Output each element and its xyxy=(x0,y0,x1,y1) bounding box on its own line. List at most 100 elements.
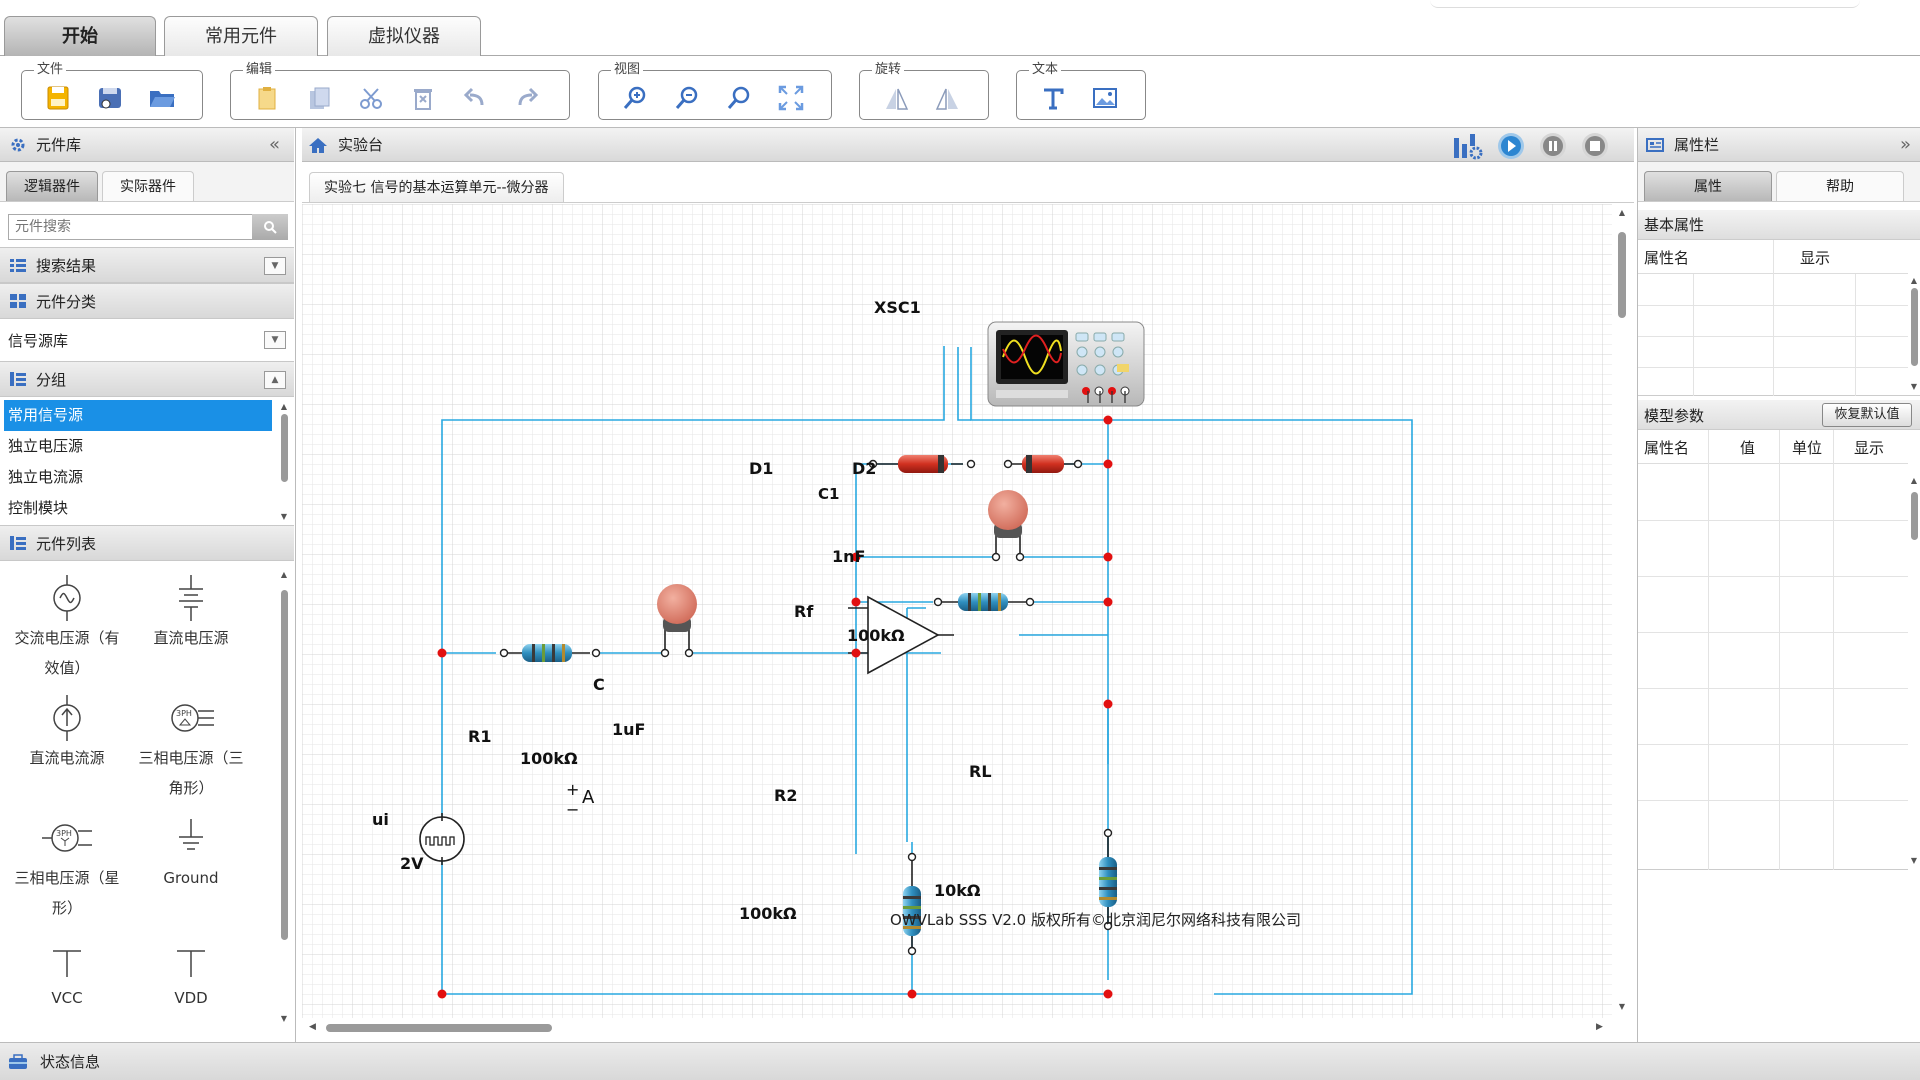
capacitor-c[interactable] xyxy=(657,584,697,658)
col-display: 显示 xyxy=(1854,439,1885,457)
resistor-rl[interactable] xyxy=(1099,828,1117,931)
redo-icon[interactable] xyxy=(511,83,543,113)
scroll-thumb[interactable] xyxy=(1911,288,1918,366)
edit-group: 编辑 xyxy=(230,61,570,120)
reset-defaults-button[interactable]: 恢复默认值 xyxy=(1822,403,1912,427)
collapse-right-icon[interactable]: » xyxy=(1899,134,1911,155)
component-vdd[interactable]: VDD xyxy=(128,933,254,1013)
scroll-thumb[interactable] xyxy=(1618,232,1626,318)
scroll-thumb[interactable] xyxy=(281,590,288,940)
delete-icon[interactable] xyxy=(407,83,439,113)
scroll-thumb[interactable] xyxy=(281,414,288,482)
label-r1-value: 100kΩ xyxy=(520,749,578,768)
tab-start[interactable]: 开始 xyxy=(4,16,156,56)
resistor-rf[interactable] xyxy=(933,593,1035,611)
scroll-down-icon[interactable]: ▼ xyxy=(1910,856,1918,865)
cut-icon[interactable] xyxy=(355,83,387,113)
scroll-thumb[interactable] xyxy=(1911,492,1918,540)
chevron-down-icon[interactable]: ▼ xyxy=(264,257,286,275)
chevron-down-icon[interactable]: ▼ xyxy=(264,331,286,349)
scroll-down-icon[interactable]: ▼ xyxy=(1910,382,1918,391)
scroll-up-icon[interactable]: ▲ xyxy=(1910,276,1918,285)
col-property-name: 属性名 xyxy=(1644,249,1690,267)
zoom-in-icon[interactable] xyxy=(619,83,651,113)
new-file-icon[interactable] xyxy=(42,83,74,113)
tab-virtual-instruments[interactable]: 虚拟仪器 xyxy=(327,16,481,56)
chevron-up-icon[interactable]: ▲ xyxy=(264,371,286,389)
oscilloscope-xsc1[interactable] xyxy=(987,321,1145,407)
undo-icon[interactable] xyxy=(459,83,491,113)
category-select[interactable]: 信号源库 ▼ xyxy=(0,320,294,360)
tab-properties[interactable]: 属性 xyxy=(1644,171,1772,201)
resistor-r1[interactable] xyxy=(499,644,601,662)
model-params-table: 属性名 值 单位 显示 ▲ ▼ xyxy=(1638,430,1920,870)
text-icon[interactable] xyxy=(1037,83,1069,113)
group-item-control-module[interactable]: 控制模块 xyxy=(8,499,69,517)
play-icon[interactable] xyxy=(1496,132,1526,160)
scroll-left-icon[interactable]: ◀ xyxy=(309,1022,316,1032)
canvas-hscroll[interactable]: ◀ ▶ xyxy=(302,1021,1612,1035)
group-scrollbar[interactable]: ▲ ▼ xyxy=(278,400,290,524)
component-ground[interactable]: Ground xyxy=(128,813,254,893)
model-scrollbar[interactable]: ▲ ▼ xyxy=(1908,474,1920,870)
component-dc-voltage-source[interactable]: 直流电压源 xyxy=(128,573,254,653)
image-icon[interactable] xyxy=(1089,83,1121,113)
component-three-phase-star[interactable]: 3PH 三相电压源（星形） xyxy=(4,813,130,923)
component-three-phase-delta[interactable]: 3PH 三相电压源（三角形） xyxy=(128,693,254,803)
scroll-up-icon[interactable]: ▲ xyxy=(1910,476,1918,485)
diode-d2[interactable] xyxy=(1003,455,1083,473)
scroll-up-icon[interactable]: ▲ xyxy=(280,402,288,411)
status-bar: 状态信息 xyxy=(0,1042,1920,1080)
basic-scrollbar[interactable]: ▲ ▼ xyxy=(1908,274,1920,394)
schematic-canvas[interactable]: XSC1 D1 D2 C1 1nF Rf 100kΩ C 1uF R1 100k… xyxy=(302,204,1612,1018)
workbench-panel: 实验台 实验七 信号的基本运算单元--微分器 xyxy=(302,128,1634,1042)
canvas-vscroll[interactable]: ▲ ▼ xyxy=(1615,204,1629,1018)
tab-help[interactable]: 帮助 xyxy=(1776,171,1904,201)
component-vcc[interactable]: VCC xyxy=(4,933,130,1013)
model-params-title: 模型参数 xyxy=(1644,407,1705,425)
resistor-r2[interactable] xyxy=(903,852,921,956)
rotate-left-icon[interactable] xyxy=(880,83,912,113)
open-folder-icon[interactable] xyxy=(146,83,178,113)
zoom-out-icon[interactable] xyxy=(671,83,703,113)
group-item-common-signal[interactable]: 常用信号源 xyxy=(4,400,272,431)
category-label: 元件分类 xyxy=(36,292,97,311)
search-results-section[interactable]: 搜索结果 ▼ xyxy=(0,247,294,283)
scroll-thumb[interactable] xyxy=(326,1024,552,1032)
scroll-down-icon[interactable]: ▼ xyxy=(280,512,288,521)
dc-voltage-source-icon xyxy=(179,575,203,621)
capacitor-c1[interactable] xyxy=(988,490,1028,562)
group-item-voltage-source[interactable]: 独立电压源 xyxy=(8,437,84,455)
stop-icon[interactable] xyxy=(1580,132,1610,160)
source-ui[interactable] xyxy=(419,813,465,865)
search-button[interactable] xyxy=(252,214,288,240)
tab-logic-components[interactable]: 逻辑器件 xyxy=(6,171,98,201)
paste-icon[interactable] xyxy=(303,83,335,113)
zoom-fit-icon[interactable] xyxy=(723,83,755,113)
group-item-current-source[interactable]: 独立电流源 xyxy=(8,468,84,486)
component-dc-current-source[interactable]: 直流电流源 xyxy=(4,693,130,773)
save-icon[interactable] xyxy=(94,83,126,113)
document-tab[interactable]: 实验七 信号的基本运算单元--微分器 xyxy=(309,172,564,202)
scroll-down-icon[interactable]: ▼ xyxy=(1618,1002,1626,1011)
diode-d1[interactable] xyxy=(868,455,976,473)
grid-line xyxy=(1708,430,1709,870)
scroll-down-icon[interactable]: ▼ xyxy=(280,1014,288,1023)
fullscreen-icon[interactable] xyxy=(775,83,807,113)
tab-real-components[interactable]: 实际器件 xyxy=(102,171,194,201)
component-list-scrollbar[interactable]: ▲ ▼ xyxy=(278,568,290,1028)
component-library-panel: 元件库 « 逻辑器件 实际器件 搜索结果 ▼ 元件分类 信号源库 ▼ 分组 ▲ … xyxy=(0,128,296,1042)
rotate-right-icon[interactable] xyxy=(932,83,964,113)
instrument-settings-icon[interactable] xyxy=(1452,132,1484,160)
tab-common-components[interactable]: 常用元件 xyxy=(164,16,318,56)
search-icon xyxy=(264,221,277,234)
copy-icon[interactable] xyxy=(251,83,283,113)
scroll-right-icon[interactable]: ▶ xyxy=(1596,1022,1603,1032)
collapse-left-icon[interactable]: « xyxy=(268,134,280,155)
component-ac-voltage-source[interactable]: 交流电压源（有效值） xyxy=(4,573,130,683)
pause-icon[interactable] xyxy=(1538,132,1568,160)
group-section[interactable]: 分组 ▲ xyxy=(0,361,294,397)
scroll-up-icon[interactable]: ▲ xyxy=(1618,208,1626,217)
search-input[interactable] xyxy=(9,215,249,239)
scroll-up-icon[interactable]: ▲ xyxy=(280,570,288,579)
